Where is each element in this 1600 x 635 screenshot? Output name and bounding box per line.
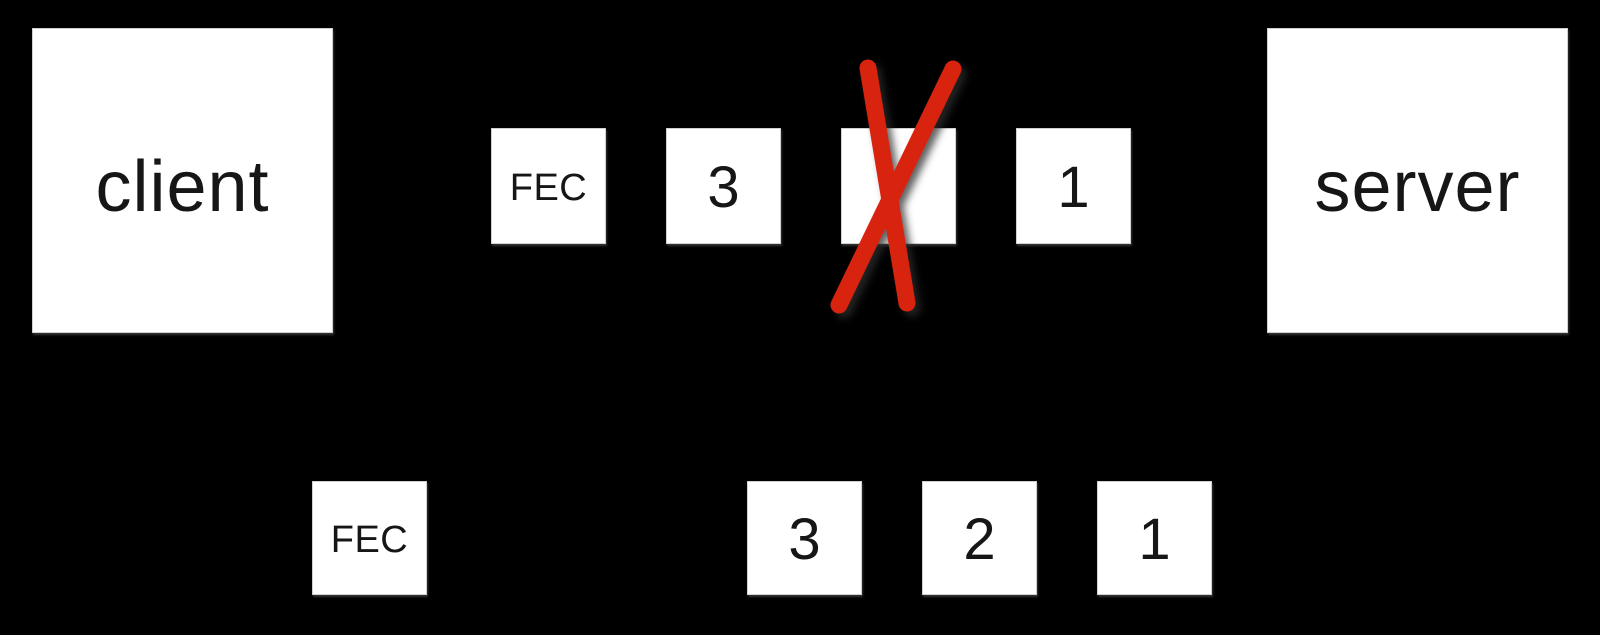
packet-top-1: 1 bbox=[1016, 128, 1131, 244]
packet-label: FEC bbox=[509, 167, 588, 209]
packet-bottom-fec: FEC bbox=[312, 481, 427, 595]
client-label: client bbox=[95, 146, 270, 227]
packet-bottom-1: 1 bbox=[1097, 481, 1212, 595]
server-label: server bbox=[1314, 146, 1521, 227]
packet-bottom-2: 2 bbox=[922, 481, 1037, 595]
packet-top-fec: FEC bbox=[491, 128, 606, 244]
packet-label: 1 bbox=[1138, 507, 1171, 572]
packet-top-3: 3 bbox=[666, 128, 781, 244]
packet-label: FEC bbox=[330, 519, 409, 561]
lost-packet-cross-icon bbox=[830, 59, 962, 314]
packet-label: 2 bbox=[963, 507, 996, 572]
packet-label: 3 bbox=[788, 507, 821, 572]
client-node: client bbox=[32, 28, 333, 333]
packet-bottom-3: 3 bbox=[747, 481, 862, 595]
packet-label: 3 bbox=[707, 155, 740, 220]
packet-label: 1 bbox=[1057, 155, 1090, 220]
server-node: server bbox=[1267, 28, 1568, 333]
